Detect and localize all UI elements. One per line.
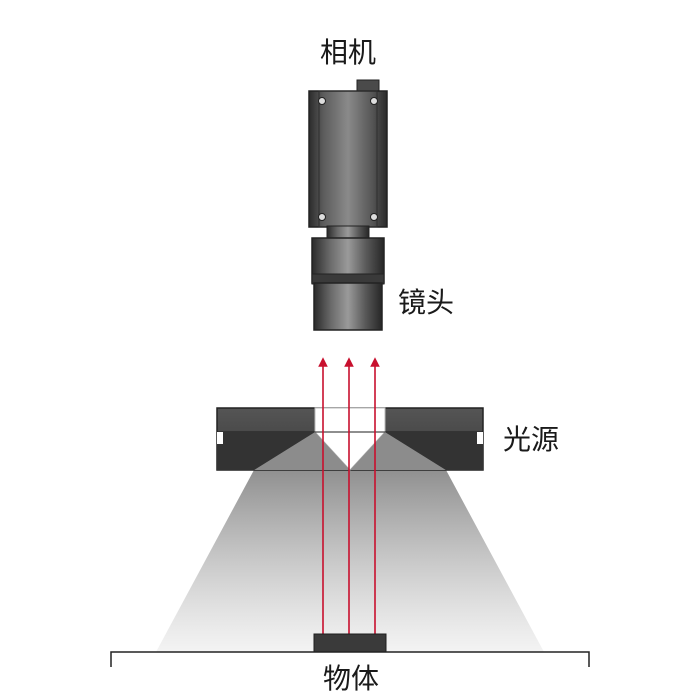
camera-body	[308, 79, 388, 228]
lens-body	[311, 225, 385, 331]
camera-screw-icon	[318, 213, 326, 221]
platform-bracket	[110, 651, 590, 667]
camera-screw-icon	[318, 97, 326, 105]
light-rays	[318, 357, 380, 652]
camera-screw-icon	[370, 213, 378, 221]
camera-screw-icon	[370, 97, 378, 105]
light-source-label: 光源	[503, 423, 559, 456]
object-block	[313, 633, 387, 653]
ring-light	[216, 407, 484, 471]
object-label: 物体	[323, 662, 379, 695]
camera-label: 相机	[320, 36, 376, 69]
light-beam	[156, 470, 544, 652]
lens-label: 镜头	[398, 286, 454, 319]
